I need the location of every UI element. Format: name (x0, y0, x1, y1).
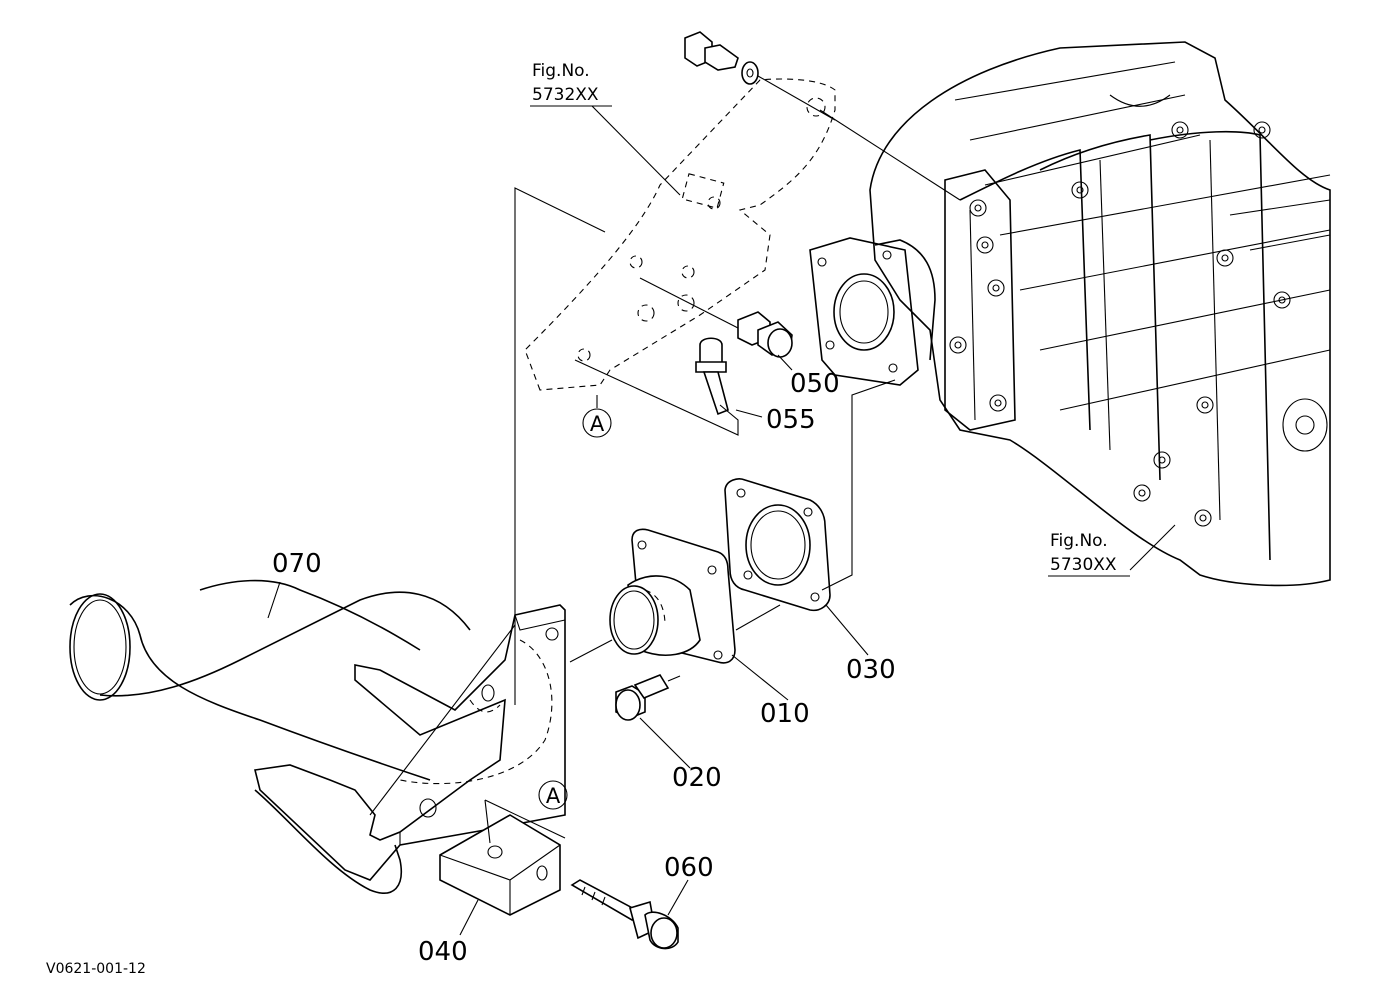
engine-assembly (869, 41, 1331, 587)
label-070: 070 (272, 549, 322, 579)
fig-right-code: 5730XX (1050, 555, 1117, 575)
gasket-030 (724, 478, 831, 612)
leader-030 (825, 604, 869, 656)
pipe-bracket-070 (69, 579, 566, 894)
leader-055 (735, 409, 763, 418)
top-bolt-washer (684, 31, 961, 201)
bolt-020 (615, 674, 681, 721)
fig-top-prefix: Fig.No. (532, 61, 590, 81)
fig-right-prefix: Fig.No. (1050, 531, 1108, 551)
ref-a-bottom: A (546, 784, 561, 808)
label-030: 030 (846, 655, 896, 685)
ref-circle-a-top (582, 408, 612, 438)
drawing-code: V0621-001-12 (46, 961, 146, 977)
screw-055 (695, 337, 729, 416)
leader-060 (667, 879, 689, 916)
engine-outlet-flange (809, 237, 936, 386)
leader-fig-right (1129, 524, 1176, 571)
label-040: 040 (418, 937, 468, 967)
bolt-060 (570, 879, 679, 950)
label-020: 020 (672, 763, 722, 793)
leader-050 (777, 354, 793, 371)
bracket-5732 (524, 78, 836, 391)
flange-010 (569, 528, 781, 664)
leader-040 (459, 899, 479, 936)
leader-fig-top (591, 105, 681, 196)
leader-020 (639, 717, 691, 769)
leader-010 (731, 654, 789, 701)
bolt-050 (639, 277, 793, 358)
ref-circle-a-bottom (538, 780, 568, 810)
label-055: 055 (766, 405, 816, 435)
leader-070 (267, 581, 281, 619)
label-010: 010 (760, 699, 810, 729)
label-060: 060 (664, 853, 714, 883)
fig-top-code: 5732XX (532, 85, 599, 105)
ref-a-top: A (590, 412, 605, 436)
block-040 (439, 814, 561, 916)
label-050: 050 (790, 369, 840, 399)
